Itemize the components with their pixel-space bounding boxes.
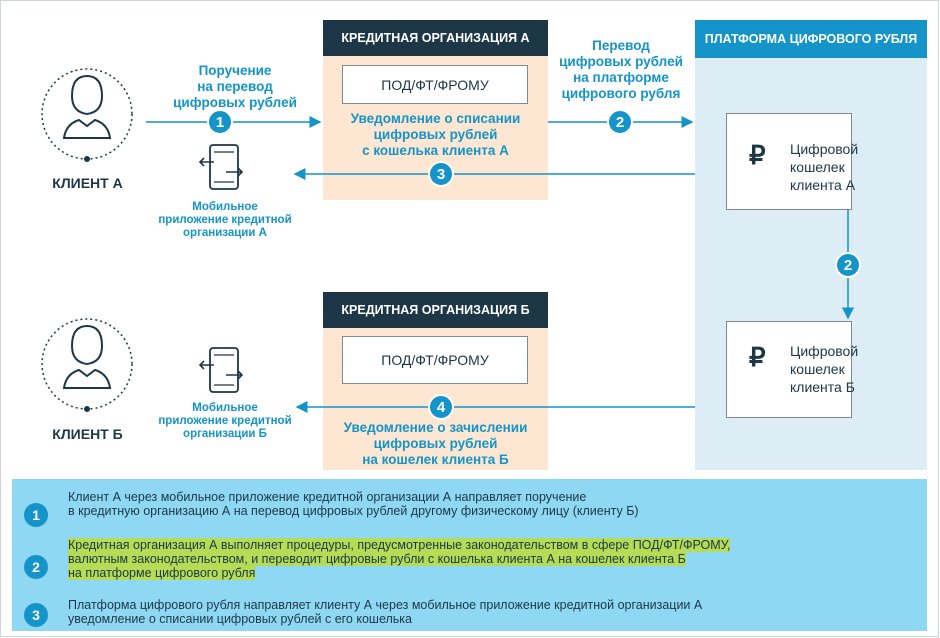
legend-line: в кредитную организацию А на перевод циф… xyxy=(68,504,639,518)
mobile-app-b-label: Мобильное приложение кредитной организац… xyxy=(150,402,300,441)
mobile-app-a-line: Мобильное xyxy=(192,201,258,213)
legend-line-highlight: на платформе цифрового рубля xyxy=(68,566,256,580)
mobile-app-a-line: организации А xyxy=(183,227,267,239)
transfer-label-line: Перевод xyxy=(592,38,650,53)
wallet-a-line: Цифровой xyxy=(790,141,859,157)
org-a-notice: Уведомление о списании цифровых рублей с… xyxy=(323,111,548,159)
org-b-header: КРЕДИТНАЯ ОРГАНИЗАЦИЯ Б xyxy=(323,292,548,328)
wallet-a-label: Цифровой кошелек клиента А xyxy=(790,140,858,194)
wallet-b-label: Цифровой кошелек клиента Б xyxy=(790,342,858,396)
transfer-label-line: на платформе xyxy=(573,70,669,85)
wallet-b-line: кошелек xyxy=(790,361,845,377)
org-b-notice-line: цифровых рублей xyxy=(373,436,498,451)
org-b-notice: Уведомление о зачислении цифровых рублей… xyxy=(323,420,548,468)
legend-badge-3: 3 xyxy=(24,603,48,627)
flow-arrows xyxy=(41,68,854,413)
step-badge-1: 1 xyxy=(207,109,233,135)
org-b-notice-line: Уведомление о зачислении xyxy=(343,420,528,435)
client-a-label: КЛИЕНТ А xyxy=(52,175,123,191)
legend-item-3: Платформа цифрового рубля направляет кли… xyxy=(68,598,702,626)
order-label-line: Поручение xyxy=(198,63,272,78)
legend-line: Клиент А через мобильное приложение кред… xyxy=(68,490,587,504)
wallet-a-line: кошелек xyxy=(790,159,845,175)
step-badge-2: 2 xyxy=(835,252,861,278)
org-a-notice-line: цифровых рублей xyxy=(373,127,498,142)
legend-line-highlight: валютным законодательством, и переводит … xyxy=(68,552,686,566)
org-a-notice-line: Уведомление о списании xyxy=(350,111,521,126)
client-b-label: КЛИЕНТ Б xyxy=(52,426,123,442)
wallet-b-line: Цифровой xyxy=(790,343,859,359)
wallet-a-line: клиента А xyxy=(790,177,856,193)
legend-line: уведомление о списании цифровых рублей с… xyxy=(68,612,412,626)
mobile-app-a-line: приложение кредитной xyxy=(158,214,292,226)
step-badge-2: 2 xyxy=(607,109,633,135)
transfer-label-line: цифровых рублей xyxy=(559,54,683,69)
order-label-line: цифровых рублей xyxy=(173,95,297,110)
legend-line: Платформа цифрового рубля направляет кли… xyxy=(68,598,703,612)
mobile-app-b-line: приложение кредитной xyxy=(158,415,292,427)
ruble-icon: ₽ xyxy=(749,140,766,170)
client-a-avatar xyxy=(41,68,133,162)
phone-icon xyxy=(198,347,244,393)
phone-icon xyxy=(198,144,244,190)
platform-header: ПЛАТФОРМА ЦИФРОВОГО РУБЛЯ xyxy=(695,20,927,58)
transfer-label: Перевод цифровых рублей на платформе циф… xyxy=(555,38,687,102)
wallet-a-box xyxy=(726,113,852,210)
legend-line-highlight: Кредитная организация А выполняет процед… xyxy=(68,538,731,552)
mobile-app-b-line: организации Б xyxy=(183,428,267,440)
transfer-label-line: цифрового рубля xyxy=(561,86,681,101)
org-b-notice-line: на кошелек клиента Б xyxy=(362,452,509,467)
order-label-line: на перевод xyxy=(197,79,273,94)
org-a-notice-line: с кошелька клиента А xyxy=(362,143,509,158)
org-b-aml-box: ПОД/ФТ/ФРОМУ xyxy=(342,336,528,384)
legend-badge-1: 1 xyxy=(24,503,48,527)
wallet-b-box xyxy=(726,321,852,418)
org-a-header: КРЕДИТНАЯ ОРГАНИЗАЦИЯ А xyxy=(323,20,548,56)
mobile-app-a-label: Мобильное приложение кредитной организац… xyxy=(150,201,300,240)
legend-badge-2: 2 xyxy=(24,555,48,579)
legend-item-1: Клиент А через мобильное приложение кред… xyxy=(68,490,639,518)
step-badge-4: 4 xyxy=(428,394,454,420)
step-badge-3: 3 xyxy=(428,161,454,187)
ruble-icon: ₽ xyxy=(749,342,766,372)
org-a-aml-box: ПОД/ФТ/ФРОМУ xyxy=(342,65,528,104)
legend-item-2: Кредитная организация А выполняет процед… xyxy=(68,538,731,580)
client-b-avatar xyxy=(41,318,133,412)
wallet-b-line: клиента Б xyxy=(790,379,855,395)
mobile-app-b-line: Мобильное xyxy=(192,402,258,414)
order-label: Поручение на перевод цифровых рублей xyxy=(160,63,310,111)
